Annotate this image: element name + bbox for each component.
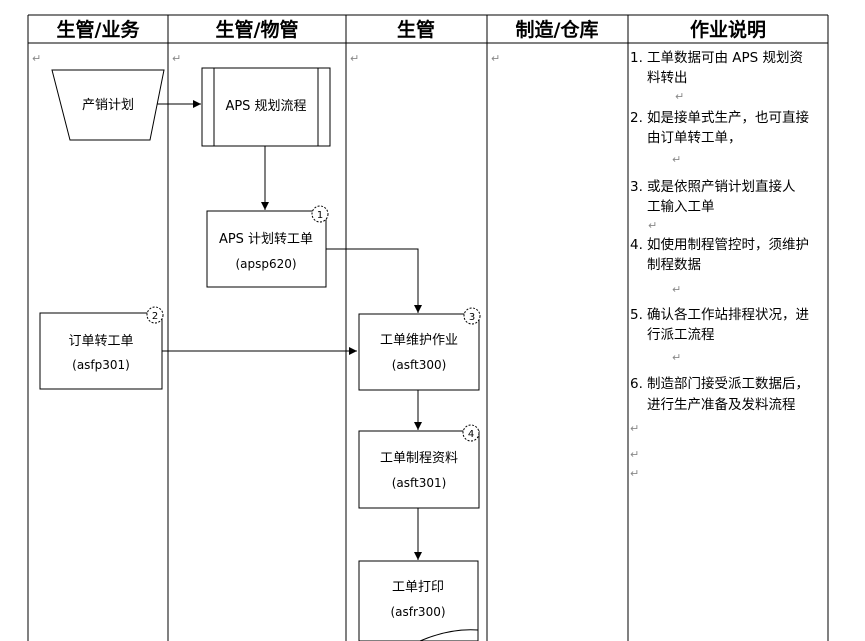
connectors [156, 100, 422, 560]
note-1-line-1: 工单数据可由 APS 规划资 [647, 50, 803, 66]
node-workorder-routing: 工单制程资料 (asft301) 4 [358, 424, 480, 509]
lane-grid [27, 14, 829, 641]
note-1-line-2: 料转出 [647, 70, 688, 86]
header-production-control: 生管 [397, 18, 435, 41]
node-sales-plan-label: 产销计划 [82, 98, 134, 113]
note-item-2: 2. 如是接单式生产，也可直接 由订单转工单， ↵ [630, 109, 809, 166]
svg-text:↵: ↵ [172, 52, 181, 65]
description-notes: 1. 工单数据可由 APS 规划资 料转出 ↵ 2. 如是接单式生产，也可直接 … [630, 50, 809, 480]
header-sales: 生管/业务 [57, 18, 141, 41]
header-description: 作业说明 [690, 18, 766, 41]
note-6-line-1: 制造部门接受派工数据后， [647, 375, 809, 392]
header-manufacturing: 制造/仓库 [516, 18, 599, 41]
node-order-to-workorder: 订单转工单 (asfp301) 2 [39, 306, 164, 390]
note-item-6: 6. 制造部门接受派工数据后， 进行生产准备及发料流程 [630, 375, 809, 413]
step-badge-3-number: 3 [469, 312, 475, 323]
note-1-number: 1. [630, 50, 643, 66]
node-workorder-maintenance-code: (asft300) [392, 358, 447, 372]
note-3-line-2: 工输入工单 [647, 199, 715, 215]
arrow-aps2wo-to-womaint [326, 248, 422, 313]
note-4-line-1: 如使用制程管控时，须维护 [647, 236, 809, 253]
note-item-5: 5. 确认各工作站排程状况，进 行派工流程 ↵ [630, 307, 809, 364]
note-6-line-2: 进行生产准备及发料流程 [647, 396, 796, 413]
note-5-number: 5. [630, 307, 643, 323]
note-item-4: 4. 如使用制程管控时，须维护 制程数据 ↵ [630, 236, 809, 296]
svg-text:↵: ↵ [672, 351, 681, 364]
svg-text:↵: ↵ [350, 52, 359, 65]
node-workorder-maintenance-label: 工单维护作业 [380, 333, 458, 348]
svg-text:↵: ↵ [630, 422, 639, 435]
step-badge-4 [462, 424, 480, 442]
node-aps-to-workorder-code: (apsp620) [235, 257, 296, 271]
node-workorder-routing-code: (asft301) [392, 476, 447, 490]
note-4-line-2: 制程数据 [647, 257, 701, 273]
step-badge-1-number: 1 [317, 210, 323, 221]
node-aps-planning-label: APS 规划流程 [225, 99, 306, 114]
note-2-number: 2. [630, 110, 643, 126]
node-workorder-print-label: 工单打印 [392, 580, 444, 595]
note-5-line-1: 确认各工作站排程状况，进 [647, 307, 809, 323]
lane-headers: 生管/业务 生管/物管 生管 制造/仓库 作业说明 [57, 18, 766, 41]
note-6-number: 6. [630, 376, 643, 392]
node-workorder-print-code: (asfr300) [390, 605, 445, 619]
note-5-line-2: 行派工流程 [647, 327, 715, 343]
note-item-3: 3. 或是依照产销计划直接人 工输入工单 ↵ [630, 178, 796, 232]
node-aps-planning: APS 规划流程 [201, 67, 331, 147]
node-workorder-print: 工单打印 (asfr300) [358, 560, 479, 641]
svg-text:↵: ↵ [630, 448, 639, 461]
step-badge-3 [463, 307, 481, 325]
svg-text:↵: ↵ [672, 153, 681, 166]
node-order-to-workorder-label: 订单转工单 [68, 334, 133, 349]
trailing-paragraph-marks: ↵ ↵ ↵ [630, 422, 639, 480]
header-material: 生管/物管 [216, 18, 299, 41]
node-workorder-routing-label: 工单制程资料 [380, 451, 458, 466]
note-2-line-1: 如是接单式生产，也可直接 [647, 109, 809, 126]
step-badge-2-number: 2 [152, 311, 158, 322]
svg-text:↵: ↵ [675, 90, 684, 103]
step-badge-1 [311, 205, 329, 223]
node-aps-to-workorder-label: APS 计划转工单 [219, 232, 313, 247]
svg-text:↵: ↵ [648, 219, 657, 232]
paragraph-marks: ↵ ↵ ↵ ↵ [32, 52, 500, 65]
node-workorder-maintenance: 工单维护作业 (asft300) 3 [358, 307, 481, 391]
svg-text:↵: ↵ [672, 283, 681, 296]
node-sales-plan: 产销计划 [51, 69, 165, 141]
node-order-to-workorder-code: (asfp301) [72, 358, 130, 372]
note-item-1: 1. 工单数据可由 APS 规划资 料转出 ↵ [630, 50, 803, 103]
svg-text:↵: ↵ [630, 467, 639, 480]
step-badge-2 [146, 306, 164, 324]
note-3-line-1: 或是依照产销计划直接人 [647, 178, 796, 195]
note-4-number: 4. [630, 237, 643, 253]
note-2-line-2: 由订单转工单， [647, 130, 742, 146]
note-3-number: 3. [630, 179, 643, 195]
svg-text:↵: ↵ [32, 52, 41, 65]
step-badge-4-number: 4 [468, 429, 474, 440]
node-aps-to-workorder: APS 计划转工单 (apsp620) 1 [206, 205, 329, 288]
svg-text:↵: ↵ [491, 52, 500, 65]
